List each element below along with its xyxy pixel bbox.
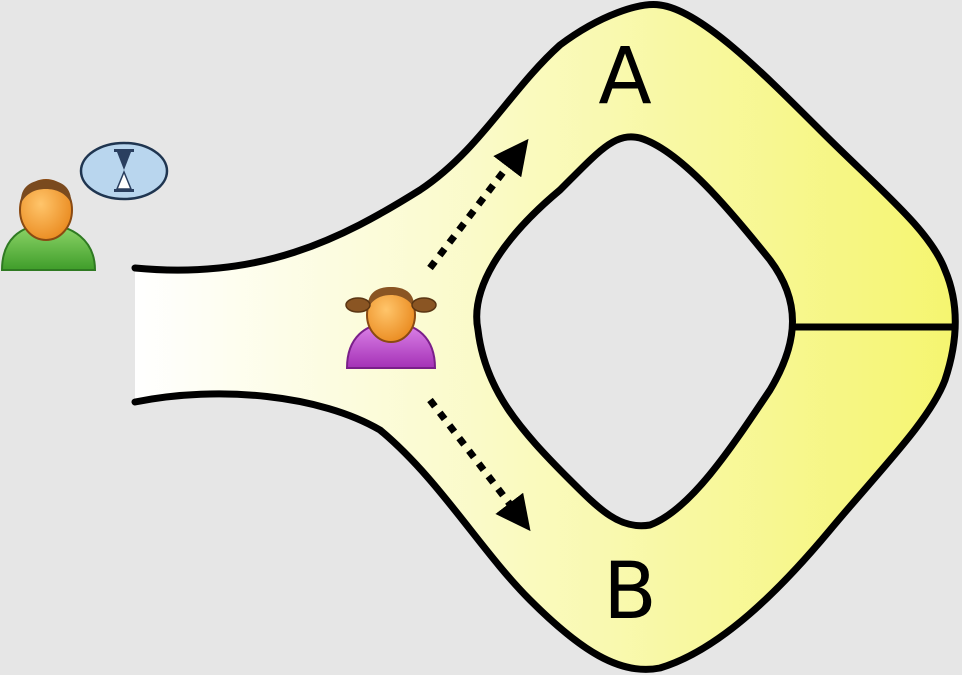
person-icon bbox=[0, 179, 97, 271]
cave-outer-top-wall bbox=[131, 1, 959, 673]
path-a-label: A bbox=[598, 32, 651, 122]
thought-bubble bbox=[79, 141, 169, 201]
girl-pigtail-right bbox=[411, 297, 437, 313]
person-hair bbox=[20, 180, 72, 203]
girl-hair bbox=[367, 287, 415, 308]
path-b-label: B bbox=[603, 547, 657, 637]
cave-tunnel bbox=[135, 4, 956, 670]
cave-inner-rock bbox=[473, 133, 796, 530]
hourglass-icon bbox=[114, 149, 134, 192]
cave bbox=[131, 1, 959, 673]
girl-icon bbox=[345, 287, 437, 369]
girl-pigtail-left bbox=[345, 297, 371, 313]
